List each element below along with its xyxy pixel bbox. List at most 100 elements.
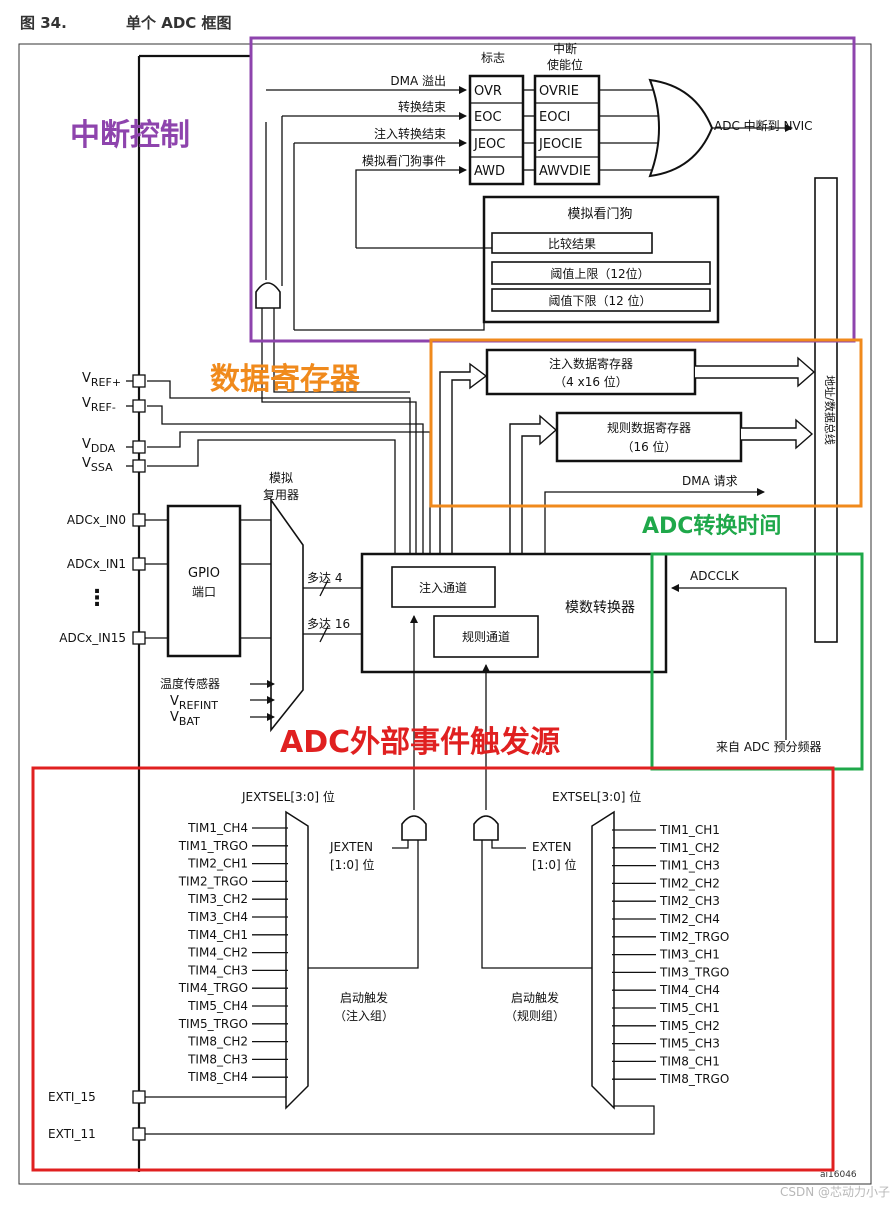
supply-pin-label: VSSA bbox=[82, 456, 113, 474]
jexten-gate bbox=[401, 815, 427, 841]
interrupt-event-label: 模拟看门狗事件 bbox=[362, 153, 446, 168]
injected-trigger-source: TIM5_TRGO bbox=[178, 1017, 248, 1031]
analog-input-label: ADCx_IN0 bbox=[67, 513, 126, 527]
jextsel-label: JEXTSEL[3:0] 位 bbox=[241, 789, 335, 804]
vrefint-label: VREFINT bbox=[170, 694, 218, 712]
figure-title: 单个 ADC 框图 bbox=[126, 14, 232, 32]
interrupt-event-label: DMA 溢出 bbox=[390, 74, 446, 88]
supply-pin bbox=[132, 440, 146, 454]
input-ellipsis: ⋮ bbox=[86, 586, 108, 611]
start-trigger-injected-1: 启动触发 bbox=[340, 990, 388, 1005]
injected-channel-box bbox=[391, 566, 496, 608]
regular-trigger-source: TIM5_CH3 bbox=[659, 1037, 720, 1051]
watchdog-compare-box bbox=[491, 232, 653, 254]
exten-gate bbox=[473, 815, 499, 841]
enable-bit: EOCI bbox=[539, 110, 570, 125]
regular-trigger-source: TIM1_CH1 bbox=[659, 823, 720, 837]
watchdog-lower-label: 阈值下限（12 位） bbox=[548, 293, 651, 308]
region-clock-label: ADC转换时间 bbox=[642, 513, 781, 539]
jexten-label-1: JEXTEN bbox=[329, 840, 373, 854]
region-data-label: 数据寄存器 bbox=[210, 362, 361, 397]
or-gate-symbol bbox=[648, 78, 714, 178]
regular-trigger-source: TIM2_CH4 bbox=[659, 912, 720, 926]
injected-trigger-source: TIM4_TRGO bbox=[178, 981, 248, 995]
start-trigger-injected-2: （注入组） bbox=[334, 1008, 394, 1023]
address-data-bus bbox=[814, 177, 838, 643]
watchdog-title: 模拟看门狗 bbox=[567, 206, 632, 222]
injected-trigger-source: TIM1_TRGO bbox=[178, 839, 248, 853]
gpio-sublabel: 端口 bbox=[192, 585, 216, 599]
col-enable-label-1: 中断 bbox=[553, 41, 577, 56]
col-enable-label-2: 使能位 bbox=[547, 57, 583, 72]
watermark: CSDN @芯动力小子 bbox=[780, 1185, 890, 1199]
injected-trigger-source: TIM4_CH3 bbox=[187, 963, 248, 977]
injected-trigger-source: TIM2_CH1 bbox=[187, 857, 248, 871]
regular-to-bus-arrow bbox=[741, 418, 814, 450]
regular-trigger-mux bbox=[591, 810, 615, 1110]
interrupt-event-label: 转换结束 bbox=[398, 99, 446, 114]
regular-channel-box bbox=[433, 615, 539, 658]
flag-jeoc: JEOC bbox=[473, 137, 505, 152]
regular-trigger-source: TIM5_CH2 bbox=[659, 1019, 720, 1033]
jexten-label-2: [1:0] 位 bbox=[330, 857, 375, 872]
injected-register-label-1: 注入数据寄存器 bbox=[549, 356, 633, 371]
flag-eoc: EOC bbox=[474, 110, 502, 125]
regular-trigger-source: TIM8_CH1 bbox=[659, 1054, 720, 1068]
flag-ovr: OVR bbox=[474, 84, 502, 99]
figure-number: 图 34. bbox=[20, 14, 67, 32]
exten-label-2: [1:0] 位 bbox=[532, 857, 577, 872]
vbat-label: VBAT bbox=[170, 710, 200, 728]
region-trigger-label: ADC外部事件触发源 bbox=[280, 725, 560, 760]
nvic-output-label: ADC 中断到 NVIC bbox=[714, 118, 813, 133]
injected-trigger-mux bbox=[285, 810, 309, 1110]
exti15-pin bbox=[132, 1090, 146, 1104]
injected-trigger-source: TIM8_CH4 bbox=[187, 1070, 248, 1084]
exti11-label: EXTI_11 bbox=[48, 1127, 96, 1141]
converter-title: 模数转换器 bbox=[565, 599, 635, 616]
analog-input-pin bbox=[132, 557, 146, 571]
supply-pin-label: VREF+ bbox=[82, 371, 121, 389]
start-trigger-regular-1: 启动触发 bbox=[511, 990, 559, 1005]
bus-label: 地址/数据总线 bbox=[823, 375, 837, 445]
regular-trigger-source: TIM1_CH3 bbox=[659, 859, 720, 873]
supply-pin-label: VDDA bbox=[82, 437, 116, 455]
adcclk-label: ADCCLK bbox=[690, 569, 740, 583]
injected-register-label-2: （4 x16 位） bbox=[554, 374, 628, 389]
injected-trigger-source: TIM3_CH4 bbox=[187, 910, 248, 924]
region-trigger-frame bbox=[31, 766, 835, 1172]
exten-label-1: EXTEN bbox=[532, 840, 571, 854]
injected-trigger-source: TIM4_CH2 bbox=[187, 946, 248, 960]
injected-trigger-source: TIM3_CH2 bbox=[187, 892, 248, 906]
regular-trigger-source: TIM4_CH4 bbox=[659, 983, 720, 997]
start-trigger-regular-2: （规则组） bbox=[505, 1008, 565, 1023]
injected-trigger-source: TIM5_CH4 bbox=[187, 999, 248, 1013]
regular-register-label-2: （16 位） bbox=[621, 439, 676, 454]
gpio-label: GPIO bbox=[188, 566, 220, 581]
injected-trigger-source: TIM8_CH3 bbox=[187, 1052, 248, 1066]
injected-trigger-source: TIM8_CH2 bbox=[187, 1035, 248, 1049]
mux-label-1: 模拟 bbox=[269, 471, 293, 485]
upto16-label: 多达 16 bbox=[307, 617, 350, 631]
upto4-label: 多达 4 bbox=[307, 571, 342, 585]
prescaler-label: 来自 ADC 预分频器 bbox=[716, 740, 821, 754]
analog-input-label: ADCx_IN1 bbox=[67, 557, 126, 571]
regular-channel-label: 规则通道 bbox=[462, 629, 510, 644]
outer-frame bbox=[18, 43, 872, 1185]
gpio-port-box bbox=[166, 504, 242, 658]
regular-trigger-source: TIM1_CH2 bbox=[659, 841, 720, 855]
region-data-frame bbox=[429, 338, 863, 508]
regular-trigger-source: TIM8_TRGO bbox=[659, 1072, 729, 1086]
supply-pin-label: VREF- bbox=[82, 396, 116, 414]
injected-to-bus-arrow bbox=[695, 356, 816, 388]
dma-request-label: DMA 请求 bbox=[682, 474, 738, 488]
regular-trigger-source: TIM2_CH2 bbox=[659, 876, 720, 890]
enable-bit: OVRIE bbox=[539, 84, 579, 99]
watchdog-upper-label: 阈值上限（12位） bbox=[550, 266, 649, 281]
injected-trigger-source: TIM2_TRGO bbox=[178, 874, 248, 888]
enable-bit: JEOCIE bbox=[538, 137, 582, 152]
region-interrupt-label: 中断控制 bbox=[70, 118, 190, 153]
analog-input-pin bbox=[132, 513, 146, 527]
supply-pin bbox=[132, 459, 146, 473]
watchdog-upper-box bbox=[491, 261, 711, 285]
regular-data-register bbox=[555, 411, 743, 463]
